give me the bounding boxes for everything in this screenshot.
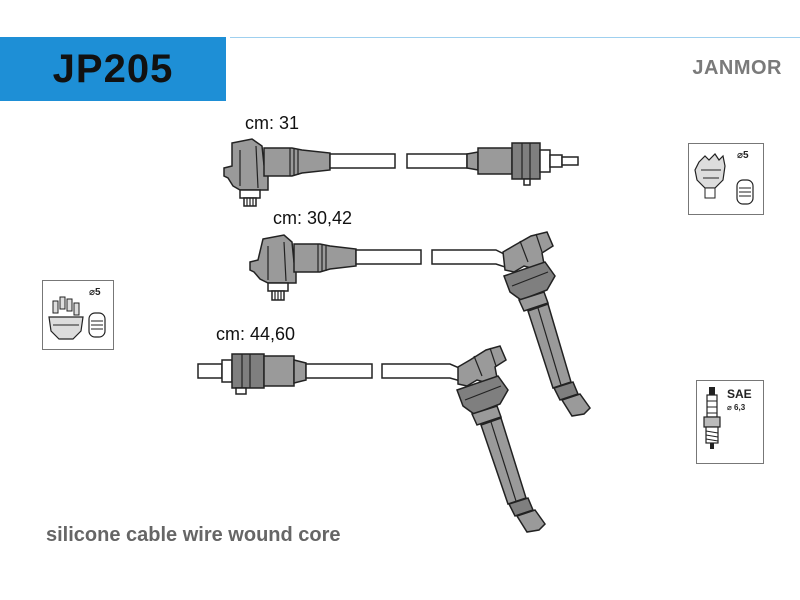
cable-2-right-boot (502, 231, 591, 417)
cable-3-length-label: cm: 44,60 (216, 324, 296, 344)
distributor-left-diameter: ⌀5 (89, 287, 101, 298)
part-code: JP205 (52, 46, 174, 91)
header-rule (230, 37, 800, 38)
cable-1-length-label: cm: 31 (245, 113, 300, 133)
spark-plug-terminal-diameter: ⌀ 6,3 (727, 403, 746, 412)
cable-2 (249, 231, 591, 417)
cable-3-left-connector (197, 353, 307, 395)
spark-plug-standard: SAE (727, 387, 752, 401)
distributor-thumbnail-left: ⌀5 (42, 280, 114, 350)
cable-3 (197, 345, 546, 533)
cable-2-left-boot (249, 234, 357, 301)
distributor-top-diameter: ⌀5 (737, 150, 749, 161)
cable-description: silicone cable wire wound core (46, 524, 341, 546)
distributor-cap-icon (694, 153, 754, 205)
spark-plug-thumbnail: SAE ⌀ 6,3 (696, 380, 764, 464)
cable-1-right-connector (466, 142, 579, 186)
cable-1 (223, 138, 579, 207)
cable-1-left-boot (223, 138, 331, 207)
distributor-thumbnail-top: ⌀5 (688, 143, 764, 215)
part-code-badge: JP205 (0, 37, 226, 101)
cable-2-length-label: cm: 30,42 (273, 208, 353, 228)
brand-name: JANMOR (692, 57, 782, 79)
distributor-cap-icon (48, 296, 106, 340)
spark-plug-icon (703, 387, 721, 449)
cable-3-right-boot (456, 345, 546, 533)
